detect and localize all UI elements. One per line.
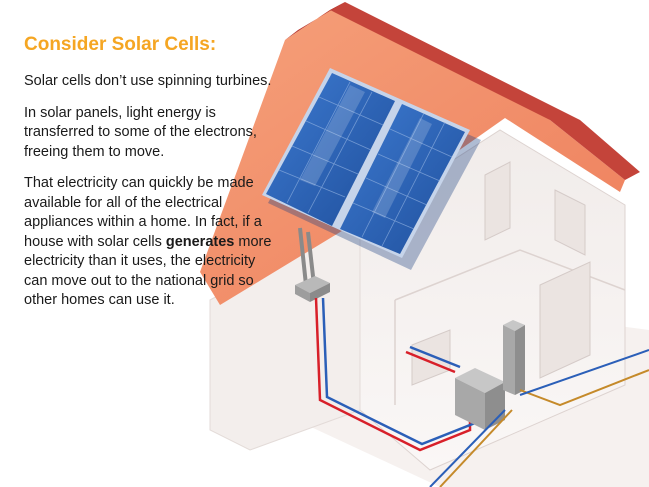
paragraph-3-before: That electricity can quickly be made ava… [24,175,262,250]
paragraph-3-after: more electricity than it uses, the elect… [24,233,272,309]
paragraph-2: In solar panels, light energy is transfe… [24,104,257,160]
inverter-box-icon [455,368,505,430]
paragraph-1: Solar cells don’t use spinning turbines. [24,73,272,89]
paragraph-3: That electricity can quickly be made ava… [24,174,276,311]
paragraph-3-emphasis: generates [165,233,235,250]
meter-cabinet-icon [503,320,525,395]
page-title: Consider Solar Cells: [24,34,217,55]
house-walls [209,129,626,471]
solar-panel-icon [262,68,481,270]
junction-box-icon [295,227,330,302]
info-text-block: Consider Solar Cells: Solar cells don’t … [24,34,276,323]
grid-connection-lines [429,349,649,487]
